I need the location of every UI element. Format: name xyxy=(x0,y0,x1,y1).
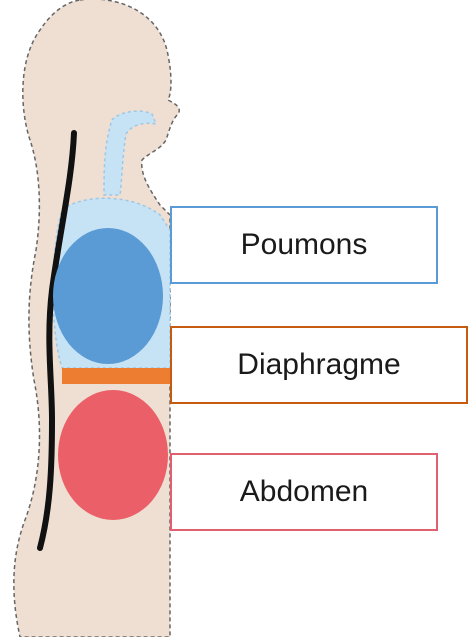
abdomen-label: Abdomen xyxy=(170,453,438,531)
lungs-shape xyxy=(53,228,163,364)
diaphragm-label: Diaphragme xyxy=(170,326,468,404)
lungs-label: Poumons xyxy=(170,206,438,284)
diaphragm-shape xyxy=(62,368,170,384)
abdomen-shape xyxy=(58,390,168,520)
